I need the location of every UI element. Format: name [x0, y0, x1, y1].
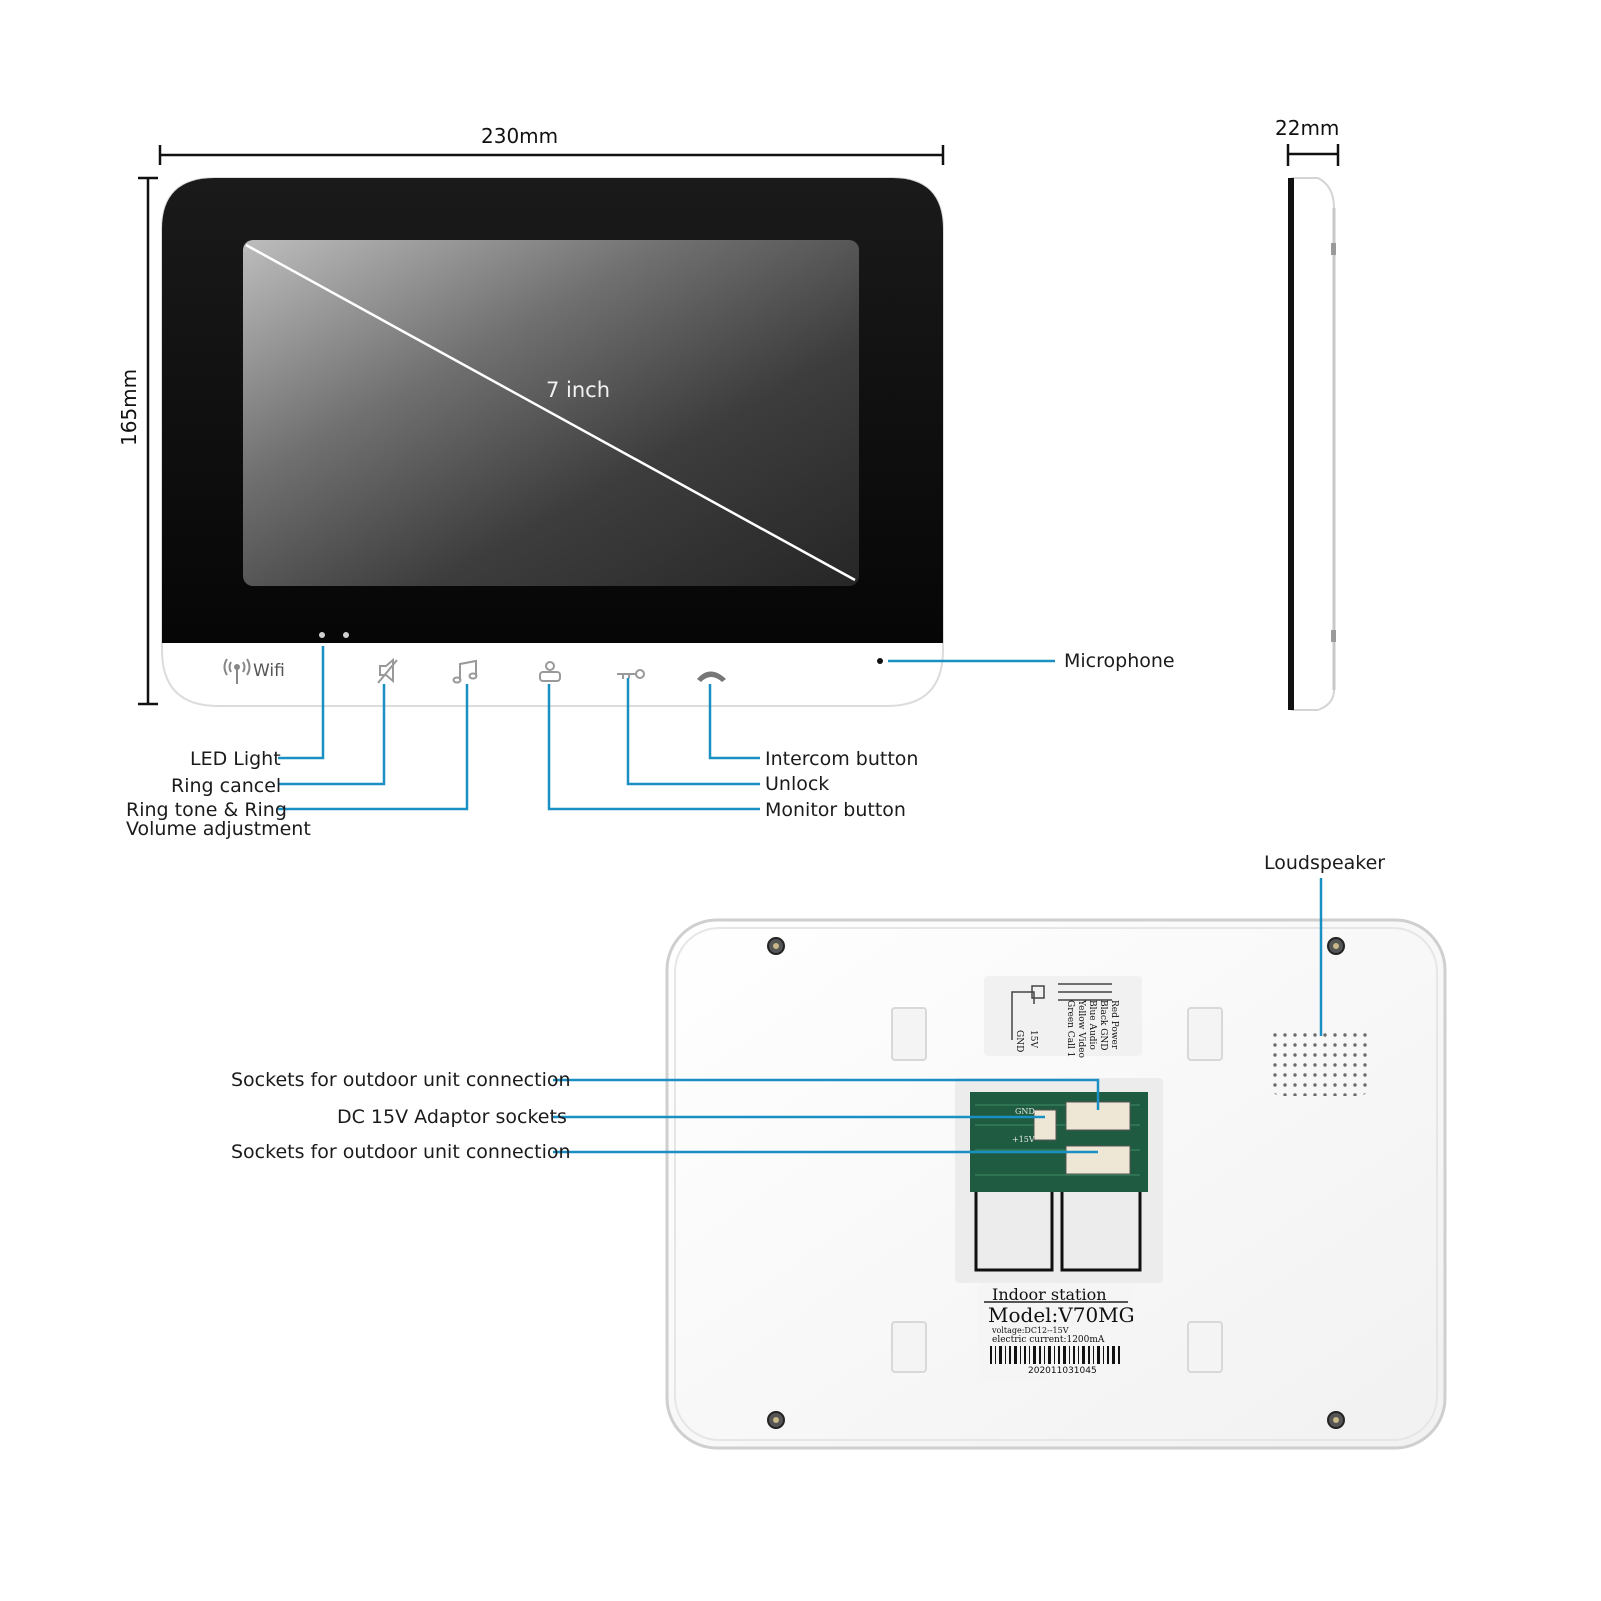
mounting-hole: [891, 1007, 1223, 1373]
label-current: electric current:1200mA: [992, 1335, 1105, 1345]
wiring-label-yellow: Yellow Video: [1076, 1000, 1086, 1058]
label-sockets-outdoor-1: Sockets for outdoor unit connection: [231, 1069, 571, 1091]
label-microphone: Microphone: [1064, 650, 1175, 672]
label-led-light: LED Light: [190, 748, 281, 770]
width-label: 230mm: [481, 124, 559, 148]
side-view: [1288, 177, 1336, 711]
callout-line-unlock: [626, 678, 760, 786]
monitor-icon: [539, 661, 561, 682]
callout-line-monitor: [547, 684, 760, 811]
power-label-gnd: GND: [1014, 1030, 1024, 1053]
label-title: Indoor station: [992, 1285, 1107, 1304]
music-note-icon: [452, 659, 478, 684]
board-label-gnd: GND: [1015, 1107, 1035, 1116]
loudspeaker-grille: [1268, 1030, 1372, 1096]
ring-cancel-icon: [377, 657, 398, 684]
power-label-15v: 15V: [1028, 1030, 1038, 1048]
callout-line-sockets-1: [553, 1078, 1100, 1110]
barcode: [990, 1346, 1120, 1364]
label-voltage: voltage:DC12--15V: [992, 1326, 1069, 1335]
height-label: 165mm: [117, 368, 141, 446]
label-monitor-button: Monitor button: [765, 799, 906, 821]
wiring-label-red: Red Power: [1109, 1000, 1119, 1050]
led-light-2: [343, 632, 349, 638]
label-serial: 202011031045: [1028, 1366, 1097, 1376]
callout-lines: [278, 646, 1323, 1154]
depth-label: 22mm: [1275, 116, 1340, 140]
callout-line-ring-cancel: [278, 684, 386, 786]
wiring-label-black: Black GND: [1098, 1000, 1108, 1051]
wifi-icon: [223, 658, 251, 684]
label-unlock: Unlock: [765, 773, 830, 795]
label-model: Model:V70MG: [988, 1303, 1135, 1327]
callout-line-ring-tone: [278, 684, 469, 811]
wifi-label: Wifi: [253, 661, 285, 681]
depth-dimension: [1286, 144, 1340, 166]
wiring-label-blue: Blue Audio: [1087, 1000, 1097, 1050]
label-ring-tone-line2: Volume adjustment: [126, 818, 311, 840]
callout-line-led: [278, 646, 325, 760]
label-ring-cancel: Ring cancel: [171, 775, 282, 797]
label-dc-adaptor: DC 15V Adaptor sockets: [337, 1106, 567, 1128]
width-dimension: [158, 145, 945, 165]
back-view: [665, 918, 1447, 1450]
microphone-hole: [877, 658, 883, 664]
led-light-1: [319, 632, 325, 638]
board-label-15v: +15V: [1012, 1135, 1035, 1144]
phone-handset-icon: [697, 671, 726, 682]
label-sockets-outdoor-2: Sockets for outdoor unit connection: [231, 1141, 571, 1163]
label-ring-tone-line1: Ring tone & Ring: [126, 799, 287, 821]
key-icon: [617, 669, 645, 679]
screen-diagonal: [245, 243, 856, 582]
height-dimension: [138, 176, 158, 706]
label-loudspeaker: Loudspeaker: [1264, 852, 1386, 874]
callout-line-intercom: [708, 684, 760, 760]
label-intercom-button: Intercom button: [765, 748, 919, 770]
front-view: [161, 177, 944, 707]
screen-size-label: 7 inch: [546, 378, 611, 402]
wiring-label-green: Green Call 1: [1065, 1000, 1075, 1058]
